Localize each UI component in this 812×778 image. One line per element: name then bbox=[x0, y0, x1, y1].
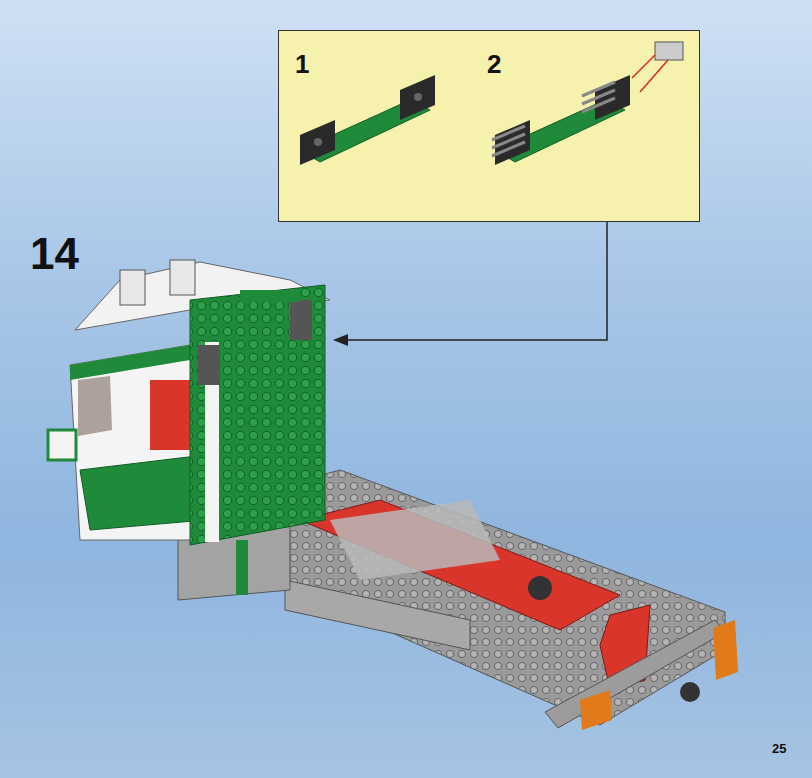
grille-brick bbox=[290, 300, 312, 340]
grille-brick bbox=[198, 345, 220, 385]
cab-stripe bbox=[70, 345, 190, 380]
roof-bar bbox=[240, 290, 300, 302]
window bbox=[78, 376, 112, 436]
leader-line bbox=[345, 222, 607, 340]
step-number: 14 bbox=[30, 232, 79, 276]
mirror bbox=[48, 430, 76, 460]
substep-number: 1 bbox=[295, 51, 309, 77]
roof-light bbox=[170, 260, 195, 295]
side-box bbox=[285, 580, 470, 650]
substep-number: 2 bbox=[487, 51, 501, 77]
gear-lever bbox=[528, 576, 552, 600]
roof-light bbox=[120, 270, 145, 305]
rear-light bbox=[713, 620, 738, 680]
green-band bbox=[236, 540, 248, 595]
engine bbox=[330, 500, 500, 580]
cab-side bbox=[70, 345, 205, 540]
inset-box: 12 bbox=[278, 30, 700, 222]
cab-lower bbox=[80, 455, 205, 530]
interior bbox=[150, 380, 190, 450]
page-number: 25 bbox=[772, 742, 786, 755]
hitch bbox=[680, 682, 700, 702]
rear-light bbox=[580, 690, 612, 730]
cab-back-plate bbox=[190, 285, 325, 545]
rear-bumper bbox=[545, 620, 725, 728]
leader-arrowhead bbox=[333, 334, 348, 346]
